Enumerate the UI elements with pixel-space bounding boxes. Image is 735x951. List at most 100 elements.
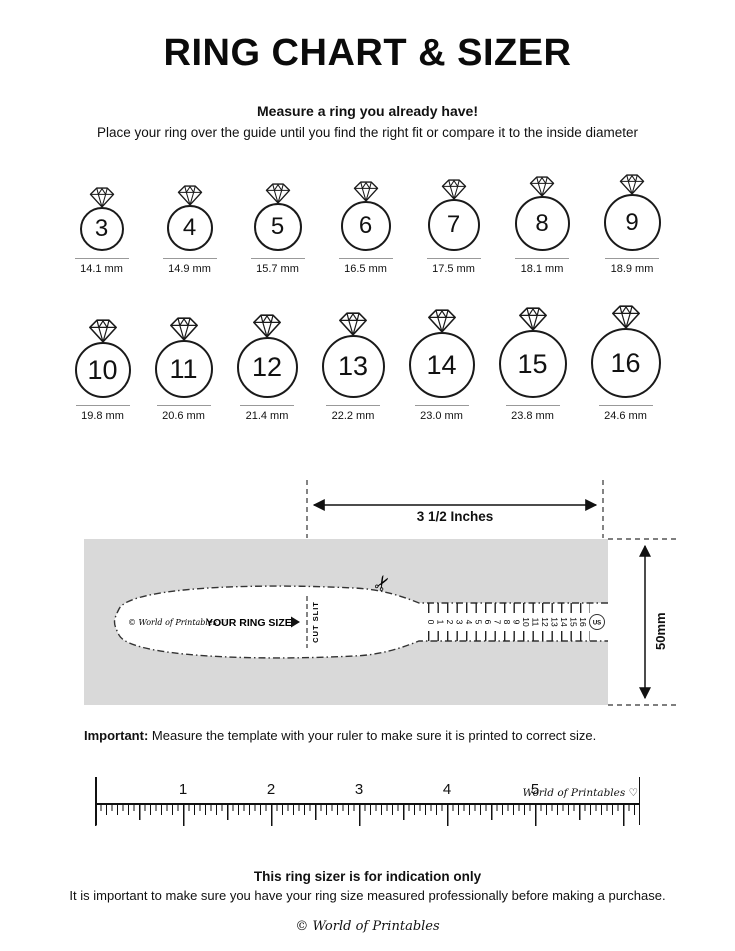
- svg-text:12: 12: [540, 617, 550, 627]
- ring-diameter-label: 16.5 mm: [344, 263, 387, 275]
- ring-band: 10: [74, 342, 131, 398]
- ruler-baseline: [95, 803, 640, 805]
- ring-size-number: 10: [87, 354, 118, 385]
- svg-text:9: 9: [512, 620, 522, 625]
- svg-text:14: 14: [559, 617, 569, 627]
- cut-slit-label: CUT SLIT: [311, 601, 320, 643]
- svg-text:16: 16: [578, 617, 588, 627]
- ruler-number: 1: [178, 781, 188, 798]
- divider: [505, 405, 560, 406]
- diamond-icon: [427, 309, 456, 333]
- ring-diameter-label: 18.9 mm: [610, 263, 654, 275]
- ring-diameter-label: 18.1 mm: [520, 263, 564, 275]
- ruler-number: 5: [530, 781, 540, 798]
- dimension-annotations: [306, 480, 676, 706]
- ring-diameter-label: 20.6 mm: [162, 410, 205, 422]
- divider: [515, 258, 569, 259]
- diamond-icon: [88, 319, 117, 343]
- ring-size-chart: 3 14.1 mm 4 14.9 mm 5 15.7 mm 6 16.5 mm 7 17.…: [0, 174, 735, 422]
- ring-size-number: 4: [182, 214, 197, 241]
- diamond-icon: [253, 314, 281, 338]
- ruler-left-edge: [95, 777, 97, 825]
- arrow-right-icon: [291, 616, 300, 628]
- divider: [326, 405, 380, 406]
- svg-text:7: 7: [493, 620, 503, 625]
- your-ring-size-label: YOUR RING SIZE: [206, 617, 292, 629]
- ring-size-number: 7: [446, 211, 461, 238]
- divider: [74, 258, 129, 259]
- svg-text:2: 2: [445, 620, 455, 625]
- ring-band: 15: [498, 330, 567, 398]
- sizer-cut-outline: [113, 585, 608, 659]
- ring-item: 4 14.9 mm: [162, 185, 217, 275]
- ring-row-1: 3 14.1 mm 4 14.9 mm 5 15.7 mm 6 16.5 mm 7 17.…: [0, 174, 735, 275]
- ring-band: 12: [236, 337, 298, 398]
- ring-size-number: 12: [251, 352, 283, 382]
- ring-item: 7 17.5 mm: [426, 179, 481, 275]
- ring-band: 7: [427, 199, 480, 251]
- ring-diameter-label: 23.0 mm: [420, 410, 463, 422]
- ring-diameter-label: 15.7 mm: [256, 263, 299, 275]
- diamond-icon: [339, 312, 367, 336]
- svg-text:6: 6: [483, 620, 493, 625]
- footer-brand: © World of Printables: [295, 919, 440, 934]
- ring-item: 9 18.9 mm: [603, 174, 661, 275]
- disclaimer-title: This ring sizer is for indication only: [253, 869, 482, 884]
- ruler-brand: World of Printables ♡: [522, 787, 639, 799]
- ring-diameter-label: 17.5 mm: [432, 263, 475, 275]
- ring-size-number: 8: [535, 209, 549, 237]
- ring-band: 3: [79, 207, 124, 251]
- ring-band: 13: [321, 335, 385, 398]
- ring-diameter-label: 14.1 mm: [80, 263, 123, 275]
- ruler-right-edge: [638, 777, 640, 825]
- ring-item: 15 23.8 mm: [498, 307, 567, 422]
- divider: [414, 405, 469, 406]
- diamond-icon: [518, 307, 547, 331]
- ring-size-number: 3: [94, 215, 109, 242]
- ring-item: 3 14.1 mm: [74, 187, 129, 275]
- ring-band: 4: [166, 205, 213, 251]
- divider: [156, 405, 211, 406]
- ring-diameter-label: 14.9 mm: [168, 263, 211, 275]
- ring-size-number: 15: [517, 348, 548, 379]
- ring-band: 11: [154, 340, 213, 398]
- divider: [338, 258, 393, 259]
- important-text: Measure the template with your ruler to …: [151, 728, 597, 743]
- ring-size-number: 14: [426, 349, 457, 380]
- divider: [75, 405, 130, 406]
- diamond-icon: [619, 174, 645, 195]
- height-dimension-label: 50mm: [653, 612, 668, 650]
- ring-item: 14 23.0 mm: [408, 309, 475, 422]
- ring-diameter-label: 24.6 mm: [604, 410, 647, 422]
- ring-item: 8 18.1 mm: [514, 176, 570, 275]
- divider: [250, 258, 305, 259]
- ruler-number: 2: [266, 781, 276, 798]
- svg-text:8: 8: [502, 620, 512, 625]
- important-label: Important:: [84, 728, 149, 743]
- disclaimer-text: It is important to make sure you have yo…: [69, 888, 666, 903]
- ring-band: 5: [253, 203, 302, 251]
- svg-text:3: 3: [455, 620, 465, 625]
- strap-scale-numbers: 0 1 2 3 4 5 6 7 8 9 10 11 12 13 14 15 16: [426, 617, 588, 627]
- ring-diameter-label: 22.2 mm: [331, 410, 375, 422]
- us-badge-label: US: [593, 621, 601, 627]
- ring-size-number: 9: [625, 208, 639, 236]
- divider: [426, 258, 481, 259]
- ring-size-number: 6: [358, 212, 373, 239]
- ring-size-number: 16: [610, 347, 641, 378]
- sizer-section: 3 1/2 Inches 50mm ✂ CUT SLIT © World of …: [0, 472, 735, 712]
- ring-diameter-label: 21.4 mm: [245, 410, 289, 422]
- ring-item: 11 20.6 mm: [154, 317, 213, 422]
- ring-item: 12 21.4 mm: [236, 314, 298, 422]
- svg-text:0: 0: [426, 620, 436, 625]
- ring-size-number: 5: [270, 213, 285, 240]
- important-note: Important: Measure the template with you…: [84, 728, 735, 743]
- svg-text:11: 11: [531, 618, 541, 627]
- svg-text:13: 13: [550, 617, 560, 627]
- svg-text:5: 5: [474, 620, 484, 625]
- ring-diameter-label: 23.8 mm: [511, 410, 554, 422]
- diamond-icon: [177, 185, 202, 206]
- divider: [162, 258, 217, 259]
- sizer-template: ✂ CUT SLIT © World of Printables ♡ YOUR …: [84, 539, 608, 705]
